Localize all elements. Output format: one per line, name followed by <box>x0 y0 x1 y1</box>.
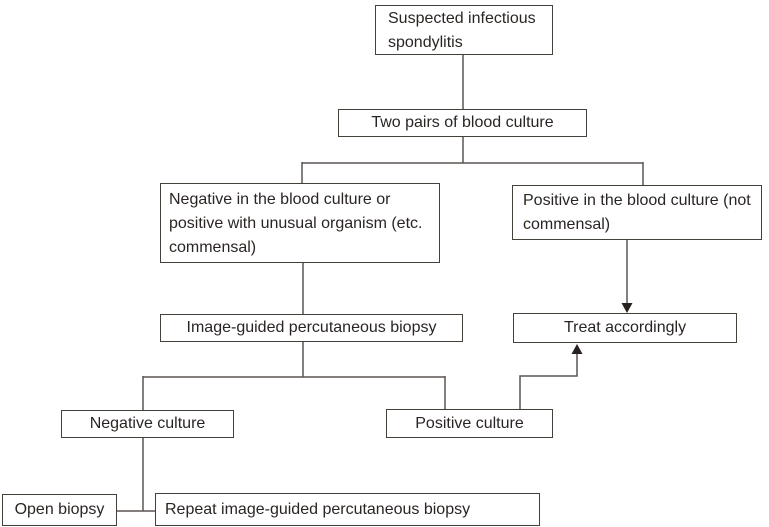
arrowhead-down-treat <box>621 303 633 313</box>
arrowhead-up-treat <box>571 344 583 354</box>
node-label: Open biopsy <box>14 501 105 518</box>
node-label: Negative in the blood culture or positiv… <box>169 191 423 256</box>
node-suspected-infectious-spondylitis: Suspected infectious spondylitis <box>375 5 553 55</box>
node-image-guided-biopsy: Image-guided percutaneous biopsy <box>160 314 463 342</box>
node-treat-accordingly: Treat accordingly <box>513 313 737 343</box>
node-label: Suspected infectious spondylitis <box>388 10 536 51</box>
connector-positive-culture-to-treat <box>519 353 578 409</box>
node-positive-culture: Positive culture <box>386 409 553 438</box>
node-label: Treat accordingly <box>563 319 687 336</box>
node-label: Repeat image-guided percutaneous biopsy <box>165 501 471 518</box>
node-label: Two pairs of blood culture <box>371 114 554 131</box>
node-label: Image-guided percutaneous biopsy <box>186 319 437 336</box>
node-positive-blood-culture: Positive in the blood culture (not comme… <box>512 185 762 240</box>
node-negative-blood-culture: Negative in the blood culture or positiv… <box>160 183 440 263</box>
node-open-biopsy: Open biopsy <box>2 494 117 526</box>
node-label: Positive culture <box>415 414 524 432</box>
node-label: Negative culture <box>89 415 206 432</box>
node-negative-culture: Negative culture <box>61 410 234 438</box>
node-label: Positive in the blood culture (not comme… <box>523 192 751 233</box>
node-two-pairs-blood-culture: Two pairs of blood culture <box>338 109 587 137</box>
node-repeat-biopsy: Repeat image-guided percutaneous biopsy <box>155 493 540 526</box>
